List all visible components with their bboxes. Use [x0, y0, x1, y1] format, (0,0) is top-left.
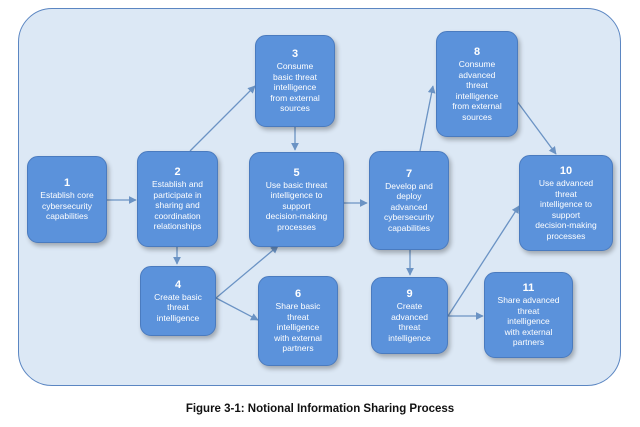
step-11-number: 11	[522, 282, 535, 295]
figure-caption: Figure 3-1: Notional Information Sharing…	[185, 403, 455, 415]
step-3-number: 3	[291, 48, 299, 61]
step-2-box: 2 Establish and participate in sharing a…	[137, 151, 218, 247]
step-8-label: Consume advanced threat intelligence fro…	[452, 59, 502, 122]
step-1-number: 1	[63, 177, 71, 190]
step-8-number: 8	[473, 46, 481, 58]
step-4-number: 4	[174, 278, 182, 291]
step-11-label: Share advanced threat intelligence with …	[497, 295, 560, 348]
step-9-label: Create advanced threat intelligence	[388, 301, 431, 343]
step-6-box: 6 Share basic threat intelligence with e…	[258, 276, 338, 366]
step-3-label: Consume basic threat intelligence from e…	[270, 61, 320, 114]
step-2-label: Establish and participate in sharing and…	[151, 179, 204, 232]
step-4-box: 4 Create basic threat intelligence	[140, 266, 216, 336]
step-1-box: 1 Establish core cybersecurity capabilit…	[27, 156, 107, 243]
step-2-number: 2	[174, 166, 181, 179]
arrow-4-to-6	[215, 297, 259, 321]
step-7-box: 7 Develop and deploy advanced cybersecur…	[369, 151, 449, 250]
arrow-2-to-3	[189, 85, 256, 152]
step-5-number: 5	[293, 166, 300, 179]
step-9-number: 9	[406, 288, 413, 300]
step-9-box: 9 Create advanced threat intelligence	[371, 277, 448, 354]
step-3-box: 3 Consume basic threat intelligence from…	[255, 35, 335, 127]
step-11-box: 11 Share advanced threat intelligence wi…	[484, 272, 573, 358]
step-10-number: 10	[559, 165, 573, 177]
step-10-label: Use advanced threat intelligence to supp…	[535, 178, 597, 241]
step-7-number: 7	[405, 167, 413, 180]
step-5-box: 5 Use basic threat intelligence to suppo…	[249, 152, 344, 247]
step-1-label: Establish core cybersecurity capabilitie…	[40, 190, 94, 222]
step-10-box: 10 Use advanced threat intelligence to s…	[519, 155, 613, 251]
arrow-8-to-10	[515, 99, 557, 155]
step-4-label: Create basic threat intelligence	[154, 291, 202, 323]
step-5-label: Use basic threat intelligence to support…	[265, 179, 328, 232]
step-8-box: 8 Consume advanced threat intelligence f…	[436, 31, 518, 137]
arrow-4-to-5	[215, 245, 279, 299]
arrow-7-to-8	[419, 85, 436, 152]
step-6-number: 6	[294, 288, 302, 301]
step-6-label: Share basic threat intelligence with ext…	[274, 301, 322, 354]
step-7-label: Develop and deploy advanced cybersecurit…	[383, 180, 435, 233]
arrow-9-to-10	[447, 205, 520, 317]
